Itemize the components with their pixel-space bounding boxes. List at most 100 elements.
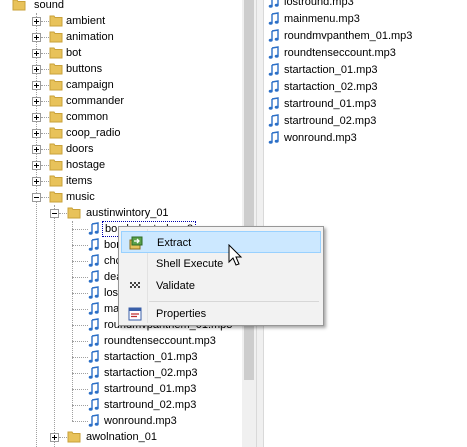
expand-icon[interactable] (32, 33, 41, 42)
collapse-icon[interactable] (32, 193, 41, 202)
expand-icon[interactable] (32, 17, 41, 26)
tree-line (72, 221, 73, 421)
tree-file-item[interactable]: dea (0, 269, 240, 285)
tree-item-label: campaign (66, 79, 114, 91)
tree-file-item[interactable]: lost (0, 285, 240, 301)
expand-icon[interactable] (32, 113, 41, 122)
tree-file-item[interactable]: startround_01.mp3 (0, 381, 240, 397)
tree-vertical-scrollbar[interactable] (242, 0, 256, 447)
tree-folder-hostage[interactable]: hostage (0, 157, 240, 173)
tree-folder-doors[interactable]: doors (0, 141, 240, 157)
tree-folder-coop-radio[interactable]: coop_radio (0, 125, 240, 141)
tree-item-label: commander (66, 95, 125, 107)
list-file-item[interactable]: startaction_02.mp3 (268, 79, 458, 95)
tree-folder-common[interactable]: common (0, 109, 240, 125)
tree-file-item[interactable]: ma (0, 301, 240, 317)
folder-icon (49, 141, 63, 155)
list-file-label: startaction_01.mp3 (284, 64, 378, 76)
tree-item-label: common (66, 111, 109, 123)
tree-item-label: startround_02.mp3 (104, 399, 197, 411)
audio-file-icon (268, 97, 280, 111)
list-file-label: lostround.mp3 (284, 0, 354, 8)
tree-file-item[interactable]: startaction_01.mp3 (0, 349, 240, 365)
list-file-item[interactable]: roundtenseccount.mp3 (268, 45, 458, 61)
expand-icon[interactable] (32, 145, 41, 154)
list-file-item[interactable]: startround_02.mp3 (268, 113, 458, 129)
tree-file-item[interactable]: startround_02.mp3 (0, 397, 240, 413)
tree-folder-items[interactable]: items (0, 173, 240, 189)
tree-item-label: startaction_01.mp3 (104, 351, 198, 363)
tree-file-item[interactable]: bor (0, 237, 240, 253)
audio-file-icon (268, 46, 280, 60)
tree-folder-commander[interactable]: commander (0, 93, 240, 109)
tree-item-label: coop_radio (66, 127, 121, 139)
list-file-item[interactable]: mainmenu.mp3 (268, 11, 458, 27)
menu-separator (149, 301, 319, 302)
expand-icon[interactable] (32, 65, 41, 74)
audio-file-icon (88, 334, 100, 348)
menu-item-extract[interactable]: Extract (121, 231, 321, 253)
expand-icon[interactable] (32, 129, 41, 138)
list-file-item[interactable]: roundmvpanthem_01.mp3 (268, 28, 458, 44)
list-file-label: startround_02.mp3 (284, 115, 377, 127)
tree-line (54, 205, 55, 447)
expand-icon[interactable] (32, 81, 41, 90)
mouse-cursor-icon (228, 244, 243, 266)
tree-folder-austinwintory-01[interactable]: austinwintory_01 (0, 205, 240, 221)
tree-folder-bot[interactable]: bot (0, 45, 240, 61)
list-file-label: mainmenu.mp3 (284, 13, 360, 25)
menu-item-validate[interactable]: Validate (121, 275, 321, 297)
tree-item-label: doors (66, 143, 94, 155)
tree-file-item[interactable]: chc (0, 253, 240, 269)
tree-line (72, 357, 88, 358)
tree-line (72, 245, 88, 246)
extract-icon (128, 235, 144, 251)
tree-line (41, 69, 49, 70)
tree-folder-awolnation-01[interactable]: awolnation_01 (0, 429, 240, 445)
pane-splitter[interactable] (256, 0, 264, 447)
list-file-label: roundtenseccount.mp3 (284, 47, 396, 59)
list-file-item[interactable]: wonround.mp3 (268, 130, 458, 146)
menu-item-properties[interactable]: Properties (121, 303, 321, 325)
tree-item-label: ambient (66, 15, 106, 27)
menu-item-label: Properties (156, 308, 207, 320)
tree-folder-music[interactable]: music (0, 189, 240, 205)
tree-line (72, 421, 88, 422)
list-file-item[interactable]: lostround.mp3 (268, 0, 458, 10)
menu-item-shell-execute[interactable]: Shell Execute (121, 253, 321, 275)
list-file-item[interactable]: startaction_01.mp3 (268, 62, 458, 78)
tree-item-label: wonround.mp3 (104, 415, 177, 427)
expand-icon[interactable] (32, 97, 41, 106)
tree-line (41, 85, 49, 86)
audio-file-icon (88, 254, 100, 268)
expand-icon[interactable] (50, 433, 59, 442)
tree-file-item[interactable]: startaction_02.mp3 (0, 365, 240, 381)
tree-folder-campaign[interactable]: campaign (0, 77, 240, 93)
menu-item-label: Shell Execute (156, 258, 224, 270)
tree-line (41, 101, 49, 102)
tree-item-label: awolnation_01 (86, 431, 157, 443)
expand-icon[interactable] (32, 49, 41, 58)
tree-folder-sound[interactable]: sound (0, 0, 240, 13)
audio-file-icon (88, 222, 100, 236)
scrollbar-thumb[interactable] (244, 0, 254, 380)
expand-icon[interactable] (32, 177, 41, 186)
audio-file-icon (88, 238, 100, 252)
collapse-icon[interactable] (50, 209, 59, 218)
folder-icon (49, 157, 63, 171)
folder-icon (49, 109, 63, 123)
tree-file-item[interactable]: roundtenseccount.mp3 (0, 333, 240, 349)
tree-folder-buttons[interactable]: buttons (0, 61, 240, 77)
tree-file-item[interactable]: wonround.mp3 (0, 413, 240, 429)
tree-item-label: startaction_02.mp3 (104, 367, 198, 379)
file-list-pane[interactable]: lostround.mp3 mainmenu.mp3 roundmvpanthem_… (264, 0, 467, 447)
tree-folder-ambient[interactable]: ambient (0, 13, 240, 29)
list-file-label: roundmvpanthem_01.mp3 (284, 30, 413, 42)
expand-icon[interactable] (32, 161, 41, 170)
tree-folder-animation[interactable]: animation (0, 29, 240, 45)
tree-line (72, 373, 88, 374)
list-file-item[interactable]: startround_01.mp3 (268, 96, 458, 112)
menu-item-label: Validate (156, 280, 195, 292)
properties-icon (127, 306, 143, 322)
